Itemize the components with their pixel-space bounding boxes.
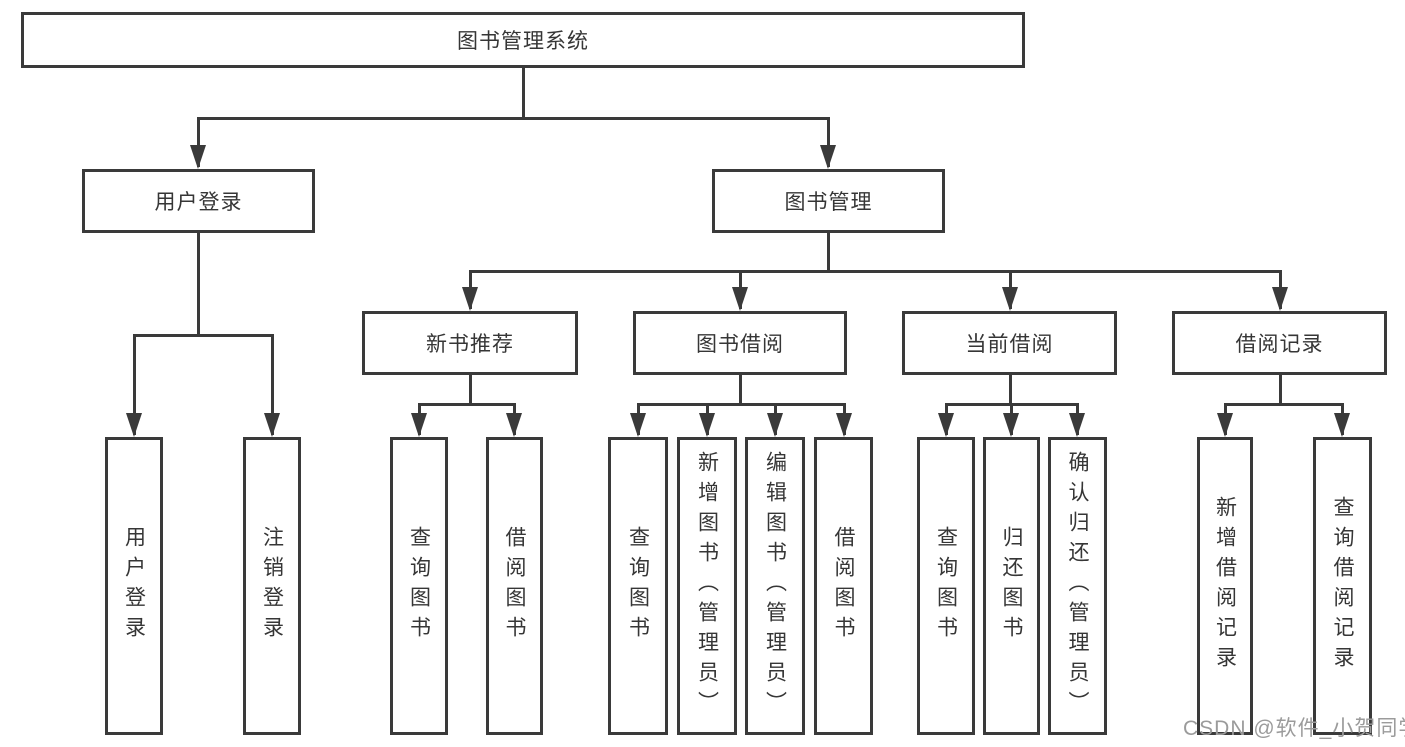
arrow-down-icon	[1003, 413, 1019, 437]
connector-records-trunk	[1279, 375, 1282, 406]
connector-root-branch	[197, 117, 830, 120]
arrow-down-icon	[1069, 413, 1085, 437]
arrow-down-icon	[767, 413, 783, 437]
node-book-management: 图书管理	[712, 169, 945, 233]
leaf-query-books-current: 查询图书	[917, 437, 975, 735]
connector-borrowing-branch	[637, 403, 846, 406]
arrow-down-icon	[506, 413, 522, 437]
node-book-borrowing: 图书借阅	[633, 311, 847, 375]
connector-drop-book-management	[827, 118, 830, 167]
leaf-edit-book-admin: 编辑图书（管理员）	[745, 437, 805, 735]
arrow-down-icon	[190, 145, 206, 169]
leaf-label: 注销登录	[260, 526, 284, 646]
leaf-label: 新增借阅记录	[1213, 496, 1237, 676]
arrow-down-icon	[1002, 287, 1018, 311]
node-user-login: 用户登录	[82, 169, 315, 233]
leaf-label: 用户登录	[122, 526, 146, 646]
connector-root-trunk	[522, 68, 525, 118]
arrow-down-icon	[462, 287, 478, 311]
leaf-label: 查询借阅记录	[1331, 496, 1354, 676]
arrow-down-icon	[126, 413, 142, 437]
node-borrowing-records: 借阅记录	[1172, 311, 1387, 375]
arrow-down-icon	[1217, 413, 1233, 437]
leaf-logout: 注销登录	[243, 437, 301, 735]
connector-drop-user-login	[197, 118, 200, 167]
leaf-query-books-borrow: 查询图书	[608, 437, 668, 735]
arrow-down-icon	[411, 413, 427, 437]
connector-records-branch	[1224, 403, 1344, 406]
leaf-label: 编辑图书（管理员）	[763, 451, 787, 721]
leaf-user-login: 用户登录	[105, 437, 163, 735]
arrow-down-icon	[820, 145, 836, 169]
leaf-label: 新增图书（管理员）	[695, 451, 719, 721]
watermark-text: CSDN @软件_小贺同学	[1183, 717, 1405, 740]
arrow-down-icon	[699, 413, 715, 437]
connector-recommendation-branch	[418, 403, 516, 406]
connector-management-branch	[469, 270, 1282, 273]
connector-current-trunk	[1009, 375, 1012, 406]
connector-drop-leaf	[133, 335, 136, 435]
arrow-down-icon	[836, 413, 852, 437]
leaf-label: 查询图书	[626, 526, 650, 646]
node-library-management-system: 图书管理系统	[21, 12, 1025, 68]
leaf-query-borrow-record: 查询借阅记录	[1313, 437, 1372, 735]
connector-borrowing-trunk	[739, 375, 742, 406]
leaf-borrow-books-recommend: 借阅图书	[486, 437, 543, 735]
connector-recommendation-trunk	[469, 375, 472, 406]
arrow-down-icon	[630, 413, 646, 437]
node-new-book-recommendation: 新书推荐	[362, 311, 578, 375]
connector-login-trunk	[197, 233, 200, 337]
connector-login-branch	[133, 334, 274, 337]
leaf-return-books: 归还图书	[983, 437, 1040, 735]
connector-drop-leaf	[271, 335, 274, 435]
leaf-confirm-return-admin: 确认归还（管理员）	[1048, 437, 1107, 735]
arrow-down-icon	[1334, 413, 1350, 437]
arrow-down-icon	[938, 413, 954, 437]
arrow-down-icon	[1272, 287, 1288, 311]
leaf-label: 借阅图书	[503, 526, 526, 646]
leaf-add-book-admin: 新增图书（管理员）	[677, 437, 737, 735]
leaf-query-books-recommend: 查询图书	[390, 437, 448, 735]
leaf-borrow-books: 借阅图书	[814, 437, 873, 735]
connector-management-trunk	[827, 233, 830, 273]
leaf-label: 查询图书	[934, 526, 958, 646]
arrow-down-icon	[264, 413, 280, 437]
node-current-borrowing: 当前借阅	[902, 311, 1117, 375]
leaf-label: 借阅图书	[832, 526, 855, 646]
leaf-add-borrow-record: 新增借阅记录	[1197, 437, 1253, 735]
leaf-label: 归还图书	[1000, 526, 1023, 646]
leaf-label: 确认归还（管理员）	[1066, 451, 1089, 721]
arrow-down-icon	[732, 287, 748, 311]
leaf-label: 查询图书	[407, 526, 431, 646]
